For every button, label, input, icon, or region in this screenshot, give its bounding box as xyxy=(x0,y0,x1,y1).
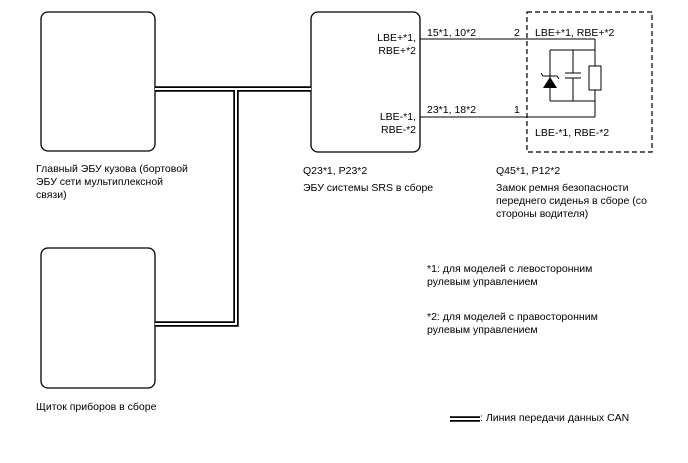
srs-ecu-label: ЭБУ системы SRS в сборе xyxy=(303,182,434,194)
note-1: *1: для моделей с левосторонним рулевым … xyxy=(427,263,593,288)
buckle-switch-code: Q45*1, P12*2 xyxy=(496,165,561,177)
buckle-terminal-minus: LBE-*1, RBE-*2 xyxy=(535,127,610,139)
wire-plus-pins: 15*1, 10*2 xyxy=(427,27,477,39)
buckle-switch-box xyxy=(526,11,653,153)
buckle-terminal-plus: LBE+*1, RBE+*2 xyxy=(535,27,615,39)
srs-terminal-plus: LBE+*1, RBE+*2 xyxy=(377,32,416,57)
wire-minus-pins: 23*1, 18*2 xyxy=(427,104,477,116)
meter-box xyxy=(40,247,156,389)
srs-ecu-code: Q23*1, P23*2 xyxy=(303,165,368,177)
note-2: *2: для моделей с правосторонним рулевым… xyxy=(427,311,598,336)
srs-ecu-box xyxy=(310,11,421,153)
meter-label: Щиток приборов в сборе xyxy=(36,401,157,413)
connector-pin-2: 2 xyxy=(514,27,520,39)
body-ecu-box xyxy=(40,11,156,152)
can-bus-lines xyxy=(155,86,311,327)
buckle-switch-label: Замок ремня безопасности переднего сиден… xyxy=(496,182,647,220)
buckle-internal-circuit xyxy=(540,39,602,117)
body-ecu-label: Главный ЭБУ кузова (бортовой ЭБУ сети му… xyxy=(36,163,188,201)
can-legend-label: : Линия передачи данных CAN xyxy=(480,412,630,424)
connector-pin-1: 1 xyxy=(514,104,520,116)
srs-terminal-minus: LBE-*1, RBE-*2 xyxy=(379,111,416,136)
zener-diode-icon xyxy=(543,77,557,88)
